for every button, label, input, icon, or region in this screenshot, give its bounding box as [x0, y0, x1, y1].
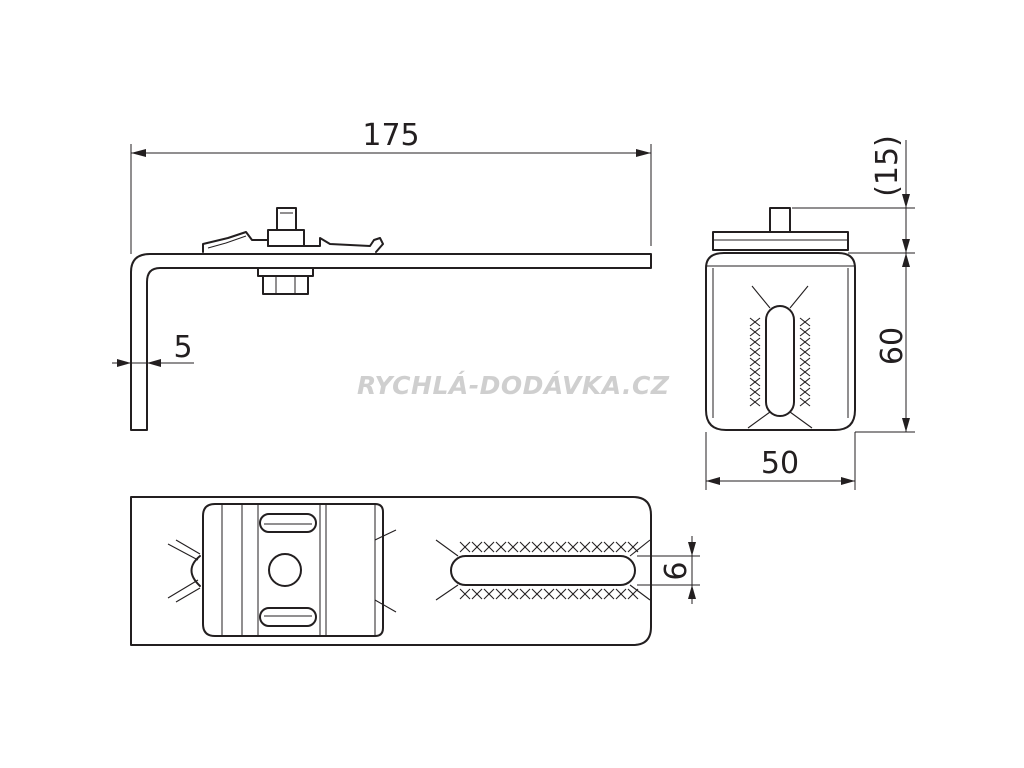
hatch-stroke: [507, 588, 519, 600]
hatch-stroke: [615, 541, 627, 553]
hatch-stroke: [579, 588, 591, 600]
hatch-stroke: [603, 588, 615, 600]
hatch-stroke: [374, 529, 397, 541]
front-slot: [765, 305, 795, 417]
hatch-stroke: [435, 539, 459, 557]
hatch-stroke: [543, 588, 555, 600]
front-flange: [712, 231, 849, 251]
hatch-stroke: [591, 588, 603, 600]
dimension-slot: 9: [637, 536, 700, 604]
hatch-stroke: [175, 587, 201, 603]
washer: [257, 267, 314, 277]
nut: [262, 275, 309, 295]
hatch-stroke: [531, 588, 543, 600]
top-plate: [130, 496, 652, 646]
side-view: [130, 207, 652, 431]
dimension-length-label: 175: [362, 118, 419, 153]
hatch-stroke: [799, 317, 811, 327]
hatch-stroke: [555, 541, 567, 553]
hatch-stroke: [435, 584, 459, 601]
top-left-hatching: [167, 529, 397, 613]
dimension-height: (15) 60: [792, 135, 915, 433]
dimension-height-label: 60: [875, 327, 910, 365]
hatch-stroke: [167, 543, 199, 561]
hatch-stroke: [519, 541, 531, 553]
bolt-hole: [268, 553, 302, 587]
dimension-bolt-height-label: (15): [870, 135, 905, 197]
hatch-stroke: [374, 599, 397, 613]
hatch-stroke: [749, 387, 761, 397]
hatch-stroke: [543, 541, 555, 553]
hatch-stroke: [799, 387, 811, 397]
bolt-head-top: [267, 229, 305, 247]
hatch-stroke: [789, 411, 813, 429]
hatch-stroke: [579, 541, 591, 553]
front-slot-hatching: [747, 285, 813, 429]
hatch-stroke: [799, 377, 811, 387]
hatch-stroke: [519, 588, 531, 600]
front-view: [705, 207, 856, 431]
hatch-stroke: [627, 588, 639, 600]
hatch-stroke: [459, 588, 471, 600]
hatch-stroke: [799, 327, 811, 337]
hatch-arc: [190, 555, 201, 587]
hatch-stroke: [799, 337, 811, 347]
hatch-stroke: [799, 347, 811, 357]
dimension-slot-label: 9: [656, 561, 691, 580]
hatch-stroke: [615, 588, 627, 600]
hatch-stroke: [627, 541, 639, 553]
hatch-stroke: [495, 541, 507, 553]
hatch-stroke: [749, 377, 761, 387]
hatch-stroke: [749, 397, 761, 407]
hatch-stroke: [747, 411, 771, 429]
hatch-stroke: [555, 588, 567, 600]
watermark-text: RYCHLÁ-DODÁVKA.CZ: [357, 371, 670, 400]
top-slot: [450, 555, 636, 586]
dimension-width-label: 50: [761, 446, 799, 481]
dimension-width: 50: [705, 432, 856, 490]
spring-clip: [202, 231, 384, 253]
hatch-stroke: [629, 584, 651, 601]
hatch-stroke: [471, 541, 483, 553]
hatch-stroke: [749, 367, 761, 377]
hatch-stroke: [175, 539, 201, 555]
hatch-stroke: [591, 541, 603, 553]
hatch-stroke: [629, 539, 651, 557]
hatch-stroke: [749, 337, 761, 347]
hatch-stroke: [507, 541, 519, 553]
hatch-stroke: [603, 541, 615, 553]
front-body: [705, 252, 856, 431]
hatch-stroke: [749, 357, 761, 367]
hatch-stroke: [749, 347, 761, 357]
front-bolt-stud: [769, 207, 791, 233]
hatch-stroke: [789, 285, 809, 309]
hatch-stroke: [749, 327, 761, 337]
hatch-stroke: [483, 541, 495, 553]
hatch-stroke: [167, 579, 199, 599]
top-slot-hatching: [435, 539, 651, 601]
hatch-stroke: [567, 541, 579, 553]
hatch-stroke: [483, 588, 495, 600]
bracket-profile: [130, 253, 652, 431]
hatch-stroke: [471, 588, 483, 600]
dimension-thickness: 5: [112, 330, 194, 367]
hatch-stroke: [751, 285, 771, 309]
hatch-stroke: [495, 588, 507, 600]
hatch-stroke: [567, 588, 579, 600]
hatch-stroke: [749, 317, 761, 327]
hatch-stroke: [799, 367, 811, 377]
hatch-stroke: [799, 357, 811, 367]
dimension-length: 175: [130, 118, 652, 254]
hatch-stroke: [799, 397, 811, 407]
hatch-stroke: [459, 541, 471, 553]
top-view: [130, 496, 652, 646]
hatch-stroke: [531, 541, 543, 553]
dimension-thickness-label: 5: [173, 330, 192, 365]
bolt-stud: [276, 207, 297, 231]
